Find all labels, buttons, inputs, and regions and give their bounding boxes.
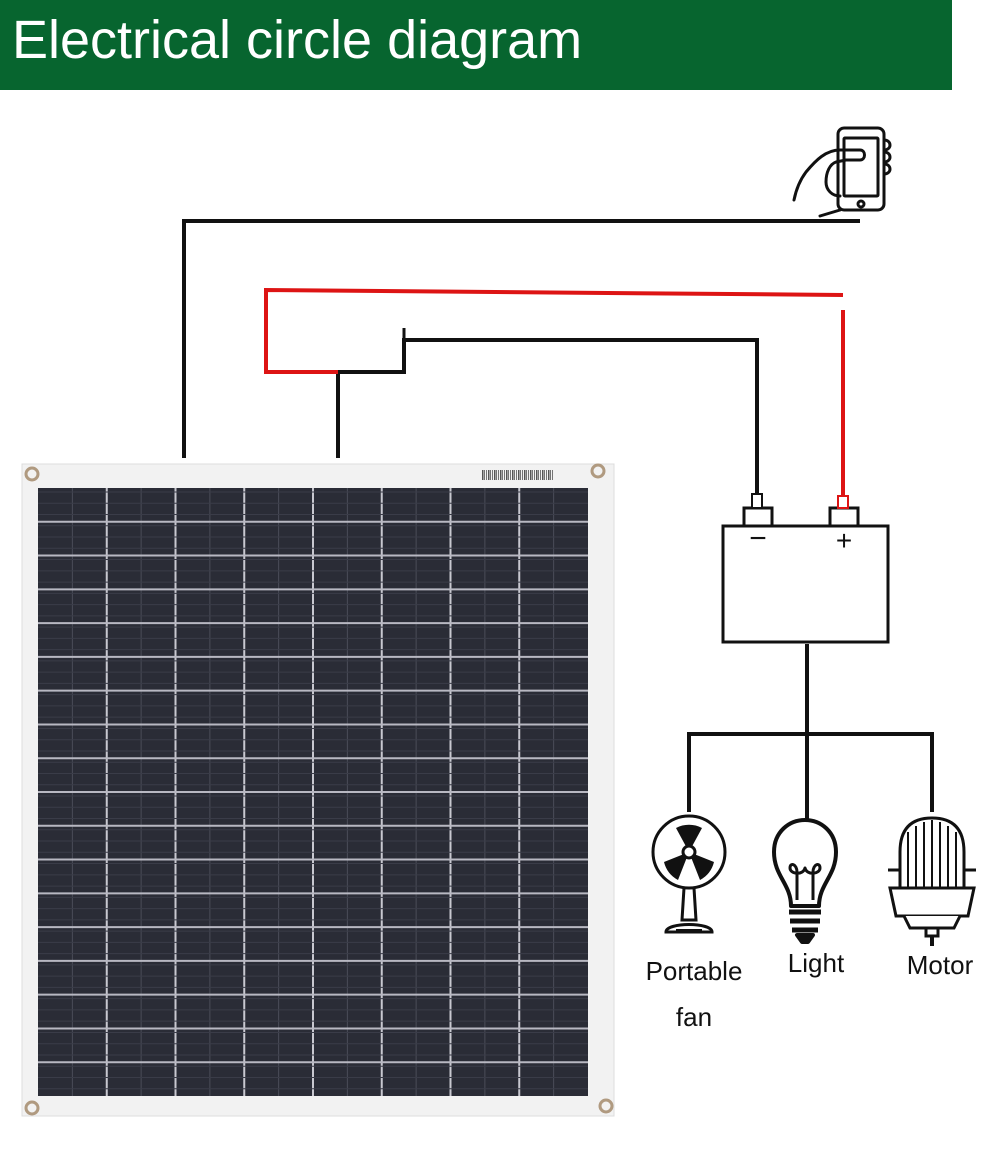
wire-positive [264,287,844,374]
barcode-bar [540,470,541,480]
barcode-bar [484,470,485,480]
barcode-bar [486,470,487,480]
phone-in-hand-icon [792,126,892,218]
header-bar: Electrical circle diagram [0,0,952,90]
barcode-bar [502,470,503,480]
barcode-bar [532,470,533,480]
barcode-bar [496,470,497,480]
barcode-bar [538,470,539,480]
motor-icon [888,816,976,946]
barcode-bar [514,470,515,480]
barcode-bar [524,470,526,480]
wire-panel-to-phone [182,219,860,458]
page-title: Electrical circle diagram [12,10,583,70]
barcode-bar [522,470,523,480]
label-motor: Motor [906,950,974,980]
barcode-bar [520,470,521,480]
wire-load-bus [687,732,934,812]
barcode-bar [506,470,508,480]
barcode-bar [488,470,490,480]
barcode-bar [518,470,520,480]
label-light: Light [787,948,845,978]
barcode-bar [490,470,491,480]
light-bulb-icon [772,818,838,944]
barcode-bar [510,470,511,480]
mount-hole-bottom-right [598,1098,614,1114]
barcode-bar [494,470,496,480]
barcode-bar [498,470,499,480]
label-portable-fan: Portable fan [645,956,743,1032]
barcode-bar [552,470,553,480]
barcode-bar [516,470,517,480]
negative-symbol: − [749,522,767,555]
panel-barcode [482,470,553,480]
mount-hole-top-left [24,466,40,482]
wire-negative [336,338,759,496]
battery-icon: − + [721,493,890,644]
barcode-bar [550,470,551,480]
mount-hole-top-right [590,463,606,479]
barcode-bar [546,470,547,480]
barcode-bar [528,470,529,480]
barcode-bar [548,470,550,480]
barcode-bar [526,470,527,480]
barcode-bar [500,470,502,480]
panel-grid [38,488,588,1096]
barcode-bar [530,470,532,480]
barcode-bar [536,470,538,480]
barcode-bar [534,470,535,480]
barcode-bar [512,470,514,480]
solar-panel [21,463,615,1117]
barcode-bar [492,470,493,480]
barcode-bar [542,470,544,480]
battery-positive-terminal [828,506,860,528]
fan-icon [651,814,727,934]
positive-symbol: + [836,525,852,556]
mount-hole-bottom-left [24,1100,40,1116]
barcode-bar [482,470,484,480]
barcode-bar [508,470,509,480]
barcode-bar [504,470,505,480]
barcode-bar [544,470,545,480]
